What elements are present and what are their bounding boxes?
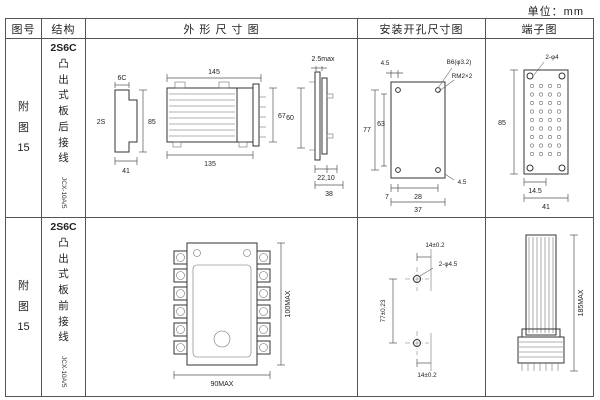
dim-28: 28 <box>414 194 422 201</box>
side-view-relay-body <box>166 74 277 159</box>
dim-185max: 185MAX <box>578 289 585 316</box>
structure-cell-r2: 2S6C 凸 出 式 板 前 接 线 JCX-10A/5 <box>41 217 86 397</box>
terminal-cell-r1: 2-φ4 85 14.5 41 <box>485 38 594 218</box>
dim-4-5-top: 4.5 <box>380 60 389 67</box>
fig-no-text: 附 图 15 <box>17 100 30 155</box>
dim-6c: 6C <box>117 75 126 82</box>
dim-14-bottom: 14±0.2 <box>417 372 437 379</box>
dim-2phi45: 2-φ4.5 <box>438 261 457 268</box>
dim-rm2: RM2×2 <box>451 73 472 80</box>
structure-cell-r1: 2S6C 凸 出 式 板 后 接 线 JCX-10A/5 <box>41 38 86 218</box>
dim-b6: B6(φ3.2) <box>446 59 471 66</box>
fig-no-cell-r1: 附 图 15 <box>5 38 42 218</box>
dim-85: 85 <box>148 119 156 126</box>
dim-67: 67 <box>278 113 286 120</box>
dim-85: 85 <box>498 120 506 127</box>
dim-41: 41 <box>542 204 550 211</box>
mounting-holes <box>388 249 433 371</box>
mounting-plate <box>370 67 454 206</box>
fig-no-text: 附 图 15 <box>17 279 30 334</box>
spec-table: 图号 结构 外 形 尺 寸 图 安装开孔尺寸图 端子图 附 图 15 2S6C … <box>5 18 594 397</box>
dim-60: 60 <box>286 115 294 122</box>
header-mounting: 安装开孔尺寸图 <box>357 18 486 39</box>
dim-145: 145 <box>208 69 220 76</box>
type-label: JCX-10A/5 <box>60 177 67 209</box>
model-label: 2S6C <box>50 220 77 233</box>
panel-edge-view <box>296 66 343 189</box>
dim-135: 135 <box>204 161 216 168</box>
type-label: JCX-10A/5 <box>60 356 67 388</box>
header-row: 图号 结构 外 形 尺 寸 图 安装开孔尺寸图 端子图 <box>5 18 594 39</box>
dim-2210: 22,10 <box>317 175 335 182</box>
structure-desc: 凸 出 式 板 后 接 线 <box>58 57 69 165</box>
outline-cell-r1: 6C 2S 85 41 <box>85 38 358 218</box>
mounting-cell-r1: 4.5 B6(φ3.2) RM2×2 77 63 7 28 37 4.5 <box>357 38 486 218</box>
terminal-cell-r2: 185MAX <box>485 217 594 397</box>
dim-2s: 2S <box>96 119 105 126</box>
terminal-drawing-r2: 185MAX <box>517 234 585 372</box>
unit-label: 单位：mm <box>527 6 584 18</box>
table-row-1: 附 图 15 2S6C 凸 出 式 板 后 接 线 JCX-10A/5 <box>5 38 594 218</box>
front-view-shape <box>114 82 147 165</box>
dim-77: 77 <box>363 127 371 134</box>
dim-14-top: 14±0.2 <box>425 242 445 249</box>
dim-4-5-right: 4.5 <box>457 179 466 186</box>
terminal-drawing-r1: 2-φ4 85 14.5 41 <box>498 54 568 211</box>
outline-drawing-rear-wiring: 6C 2S 85 41 <box>96 56 343 198</box>
header-structure: 结构 <box>41 18 86 39</box>
dim-2phi4: 2-φ4 <box>545 54 559 61</box>
header-terminal: 端子图 <box>485 18 594 39</box>
relay-side-profile <box>517 234 578 372</box>
terminal-block <box>509 61 568 202</box>
right-terminal-strip <box>256 250 270 355</box>
front-view-with-terminals <box>173 242 285 379</box>
model-label: 2S6C <box>50 41 77 54</box>
outline-cell-r2: 90MAX 100MAX <box>85 217 358 397</box>
dim-90max: 90MAX <box>210 381 233 388</box>
dim-14-5: 14.5 <box>528 188 542 195</box>
structure-desc: 凸 出 式 板 前 接 线 <box>58 236 69 344</box>
dim-41: 41 <box>122 168 130 175</box>
dim-77-023: 77±0.23 <box>380 299 387 322</box>
dim-38: 38 <box>325 191 333 198</box>
dim-7: 7 <box>385 194 389 201</box>
dim-63: 63 <box>377 121 385 128</box>
mounting-hole-drawing-r2: 14±0.2 2-φ4.5 77±0.23 14±0.2 <box>380 242 458 379</box>
mounting-cell-r2: 14±0.2 2-φ4.5 77±0.23 14±0.2 <box>357 217 486 397</box>
terminal-pin-grid <box>529 84 561 156</box>
dim-100max: 100MAX <box>285 290 292 317</box>
dim-25max: 2.5max <box>311 56 334 63</box>
left-terminal-strip <box>173 250 187 355</box>
header-fig-no: 图号 <box>5 18 42 39</box>
fig-no-cell-r2: 附 图 15 <box>5 217 42 397</box>
dim-37: 37 <box>414 207 422 214</box>
mounting-hole-drawing-r1: 4.5 B6(φ3.2) RM2×2 77 63 7 28 37 4.5 <box>363 59 473 214</box>
header-outline: 外 形 尺 寸 图 <box>85 18 358 39</box>
table-row-2: 附 图 15 2S6C 凸 出 式 板 前 接 线 JCX-10A/5 <box>5 217 594 397</box>
outline-drawing-front-wiring: 90MAX 100MAX <box>173 242 292 388</box>
